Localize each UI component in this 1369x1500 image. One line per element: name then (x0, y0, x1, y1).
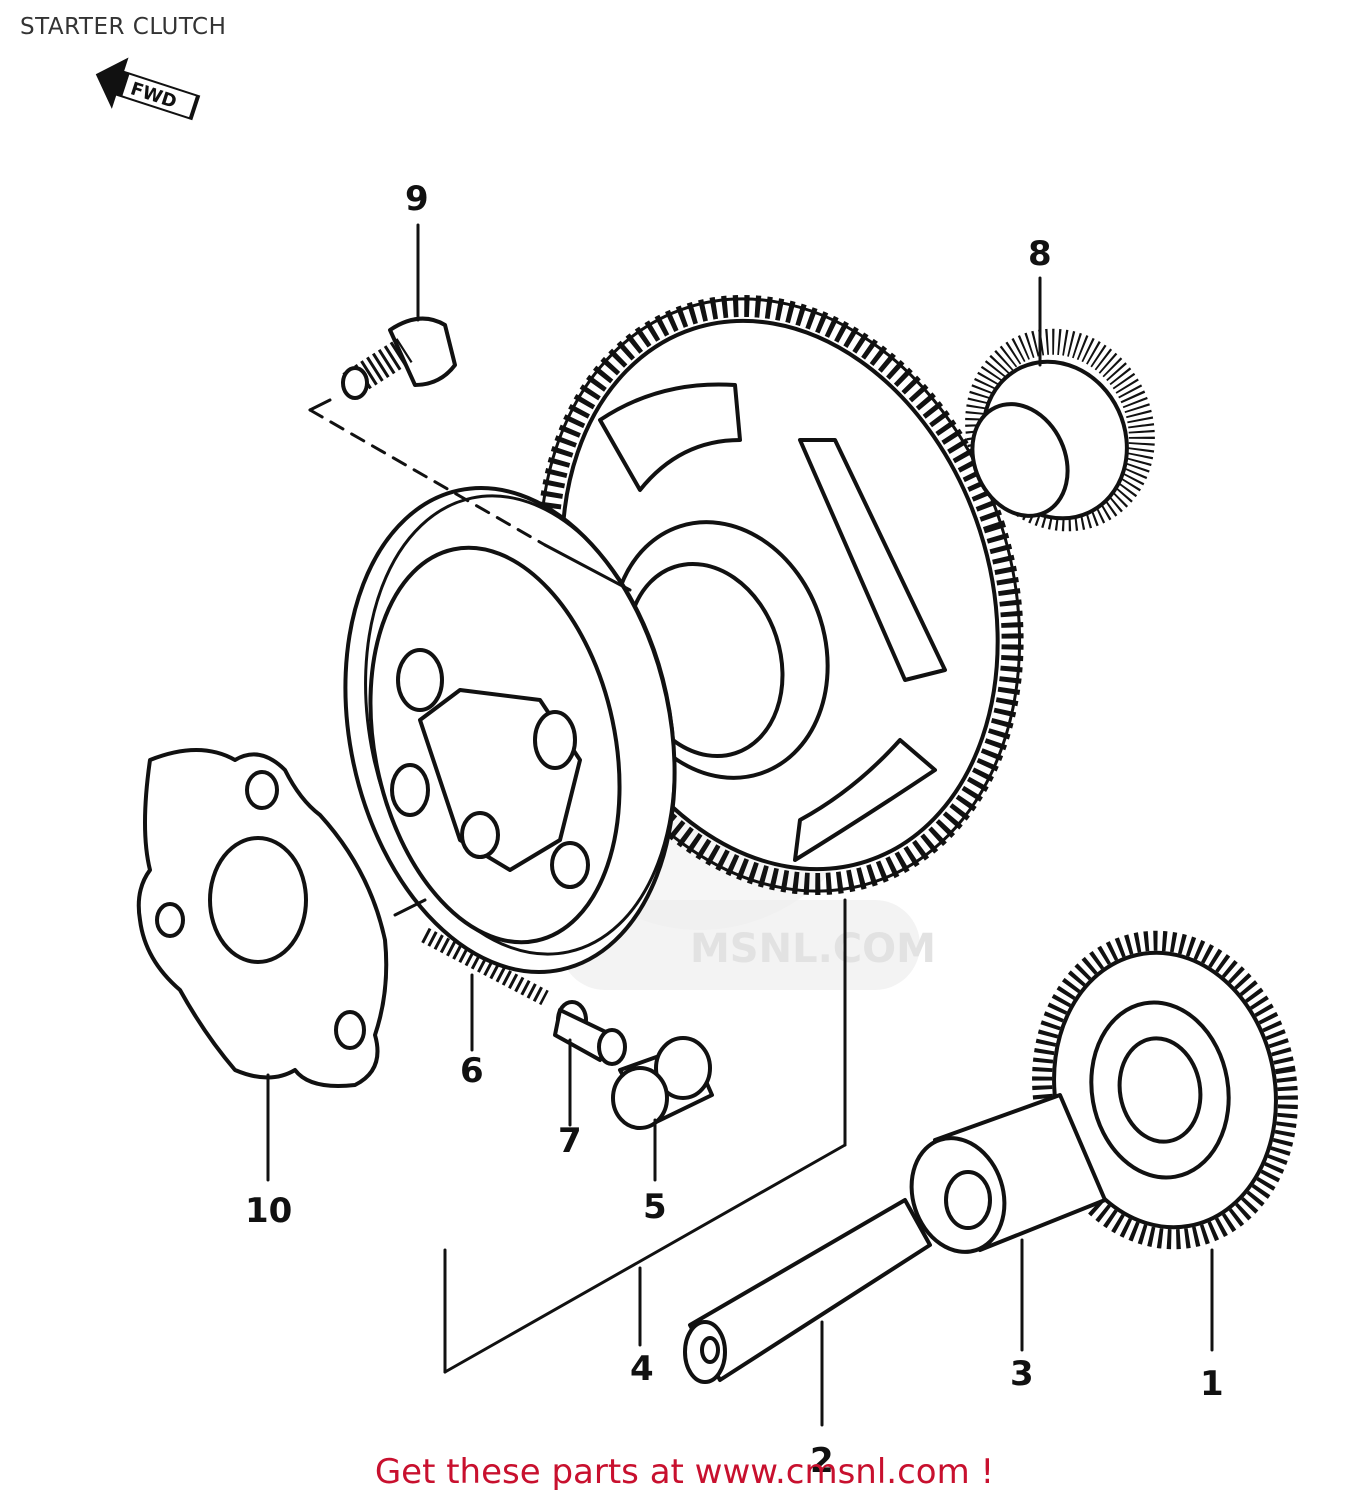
callout-2: 2 (810, 1441, 834, 1481)
plunger-7 (553, 1000, 627, 1066)
callout-7: 7 (558, 1121, 582, 1161)
leader-lines (266, 223, 1214, 1427)
callout-4: 4 (630, 1349, 654, 1389)
watermark-text: MSNL.COM (690, 926, 936, 972)
footer-link-text[interactable]: Get these parts at www.cmsnl.com ! (374, 1452, 995, 1492)
callout-10: 10 (245, 1191, 292, 1231)
fwd-arrow-icon: FWD (95, 57, 201, 121)
clutch-plate-10 (136, 748, 389, 1088)
callout-8: 8 (1028, 234, 1052, 274)
callout-1: 1 (1200, 1364, 1224, 1404)
callout-9: 9 (405, 179, 429, 219)
idle-gear-1 (1032, 930, 1298, 1250)
needle-bearing-8 (965, 328, 1155, 532)
callout-labels: 1 2 3 4 5 6 7 8 9 10 (245, 179, 1224, 1481)
spring-6 (421, 927, 549, 1006)
shaft-2 (683, 1198, 932, 1384)
callout-3: 3 (1010, 1354, 1034, 1394)
diagram-title: STARTER CLUTCH (20, 14, 227, 40)
roller-5 (611, 1036, 714, 1130)
callout-5: 5 (643, 1187, 667, 1227)
bushing-3 (909, 1093, 1107, 1254)
one-way-clutch-housing (343, 486, 677, 974)
callout-6: 6 (460, 1051, 484, 1091)
bolt-9 (341, 316, 457, 400)
